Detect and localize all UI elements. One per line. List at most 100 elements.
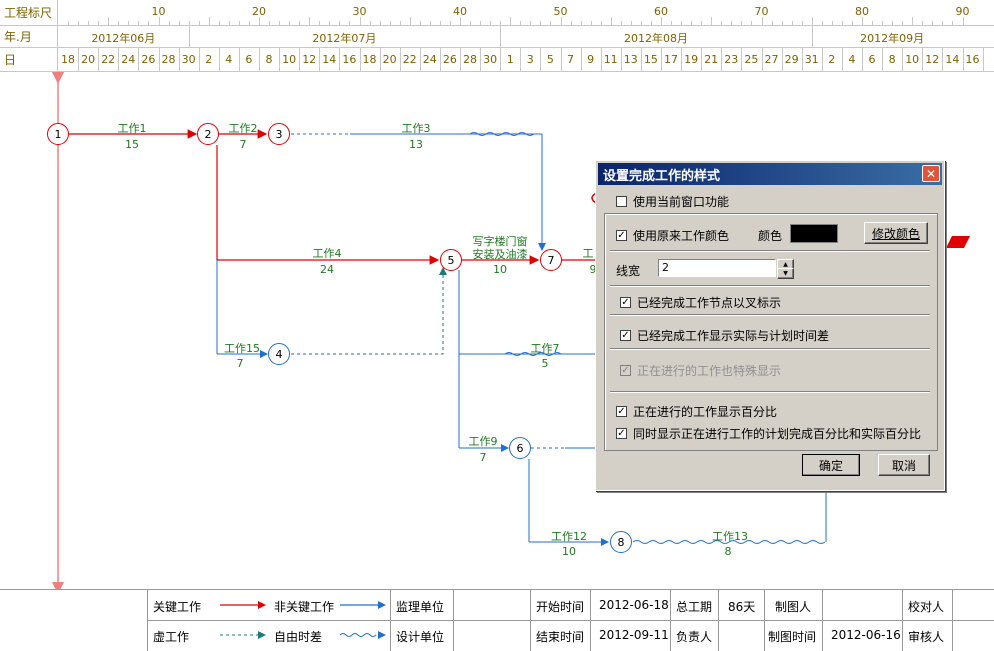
legend-checker-label: 校对人 — [908, 600, 945, 614]
scale-label: 工程标尺 — [0, 0, 58, 25]
work-partial-label: 工 — [582, 247, 594, 260]
special-in-progress-label: 正在进行的工作也特殊显示 — [637, 364, 782, 378]
cancel-button[interactable]: 取消 — [878, 454, 930, 476]
node-5[interactable]: 5 — [440, 249, 462, 271]
show-time-diff-label: 已经完成工作显示实际与计划时间差 — [637, 329, 830, 343]
day-cell: 8 — [265, 53, 273, 66]
mark-completed-nodes-checkbox[interactable]: ✓ 已经完成工作节点以叉标示 — [620, 294, 781, 311]
month-label-cell: 2012年07月 — [312, 32, 377, 45]
dialog-title: 设置完成工作的样式 — [603, 168, 721, 184]
day-cell: 25 — [744, 53, 759, 66]
day-label: 日 — [0, 47, 58, 71]
color-swatch[interactable] — [790, 224, 838, 243]
use-current-window-label: 使用当前窗口功能 — [633, 195, 730, 209]
mark-completed-nodes-label: 已经完成工作节点以叉标示 — [637, 296, 782, 310]
legend-start-label: 开始时间 — [536, 600, 585, 614]
day-cell: 6 — [245, 53, 253, 66]
day-cell: 15 — [643, 53, 658, 66]
scale-number: 10 — [151, 5, 166, 18]
work13-line — [632, 540, 826, 544]
special-in-progress-checkbox[interactable]: ✓ 正在进行的工作也特殊显示 — [620, 362, 781, 379]
work7-duration: 5 — [541, 357, 549, 370]
node-7[interactable]: 7 — [540, 249, 562, 271]
day-cell: 17 — [664, 53, 678, 66]
legend-critical: 关键工作 — [153, 600, 202, 614]
day-cell: 14 — [945, 53, 960, 66]
day-cell: 2 — [828, 53, 836, 66]
checkbox-box[interactable]: ✓ — [616, 230, 627, 241]
day-cell: 1 — [506, 53, 514, 66]
show-both-percent-checkbox[interactable]: ✓ 同时显示正在进行工作的计划完成百分比和实际百分比 — [616, 425, 921, 442]
day-cell: 28 — [161, 53, 176, 66]
node-6[interactable]: 6 — [509, 437, 531, 459]
day-cell: 9 — [587, 53, 595, 66]
legend-end-value: 2012-09-11 — [599, 628, 669, 642]
work1-duration: 15 — [125, 138, 139, 151]
scale-number: 80 — [855, 5, 869, 18]
legend-designer: 设计单位 — [396, 630, 445, 644]
scale-number: 90 — [955, 5, 970, 18]
day-cell: 4 — [848, 53, 856, 66]
work5-duration: 10 — [493, 263, 507, 276]
dummy-4-5 — [291, 267, 447, 355]
day-cell: 22 — [402, 53, 417, 66]
dialog-titlebar[interactable]: 设置完成工作的样式 — [598, 163, 942, 185]
day-cell: 30 — [181, 53, 196, 66]
legend-row-1 — [147, 590, 994, 621]
day-cell: 24 — [422, 53, 437, 66]
legend-reviewer-label: 审核人 — [908, 630, 945, 644]
checkbox-box[interactable]: ✓ — [620, 297, 631, 308]
node-1[interactable]: 1 — [47, 123, 69, 145]
use-current-window-checkbox[interactable]: 使用当前窗口功能 — [616, 193, 729, 210]
work9-duration: 7 — [479, 451, 487, 464]
close-icon[interactable]: ✕ — [922, 165, 940, 182]
day-cell: 24 — [121, 53, 136, 66]
options-group — [604, 213, 938, 451]
node-4[interactable]: 4 — [268, 343, 290, 365]
legend-end-label: 结束时间 — [536, 630, 585, 644]
work13-duration: 8 — [724, 545, 732, 558]
spin-down-icon[interactable]: ▼ — [777, 268, 794, 279]
day-cell: 18 — [362, 53, 377, 66]
work3-label: 工作3 — [401, 122, 431, 135]
red-marker — [946, 236, 970, 248]
legend-noncritical-arrow — [340, 601, 386, 609]
modify-color-button[interactable]: 修改颜色 — [864, 222, 928, 244]
work-partial-duration: 9 — [589, 263, 597, 276]
checkbox-box[interactable] — [616, 196, 627, 207]
show-time-diff-checkbox[interactable]: ✓ 已经完成工作显示实际与计划时间差 — [620, 327, 829, 344]
scale-number: 50 — [553, 5, 568, 18]
day-cell: 26 — [442, 53, 457, 66]
day-cell: 8 — [888, 53, 896, 66]
checkbox-box[interactable]: ✓ — [620, 330, 631, 341]
work5-label-line1: 写字楼门窗 — [472, 235, 528, 248]
line-width-spinner[interactable]: ▲ ▼ — [777, 259, 794, 279]
node-3[interactable]: 3 — [268, 123, 290, 145]
legend-supervisor: 监理单位 — [396, 600, 445, 614]
node-2[interactable]: 2 — [197, 123, 219, 145]
month-label: 年.月 — [0, 25, 58, 47]
legend-noncritical: 非关键工作 — [274, 600, 335, 614]
checkbox-box[interactable]: ✓ — [616, 406, 627, 417]
day-cell: 5 — [546, 53, 554, 66]
work12-label: 工作12 — [551, 530, 587, 543]
node-8[interactable]: 8 — [610, 531, 632, 553]
day-cell: 16 — [342, 53, 357, 66]
work4-label: 工作4 — [312, 247, 342, 260]
scale-number: 70 — [754, 5, 769, 18]
day-cell: 22 — [101, 53, 116, 66]
line-width-input[interactable]: 2 — [658, 259, 776, 277]
day-cell: 20 — [382, 53, 397, 66]
ok-button[interactable]: 确定 — [802, 454, 860, 476]
work12-duration: 10 — [562, 545, 576, 558]
use-original-color-label: 使用原来工作颜色 — [633, 229, 730, 243]
show-both-percent-label: 同时显示正在进行工作的计划完成百分比和实际百分比 — [633, 427, 922, 441]
show-percent-checkbox[interactable]: ✓ 正在进行的工作显示百分比 — [616, 403, 777, 420]
day-cell: 20 — [81, 53, 96, 66]
checkbox-box[interactable]: ✓ — [616, 428, 627, 439]
line-width-label: 线宽 — [616, 264, 641, 278]
checkbox-box[interactable]: ✓ — [620, 365, 631, 376]
legend-draw-time-label: 制图时间 — [768, 630, 817, 644]
use-original-color-checkbox[interactable]: ✓ 使用原来工作颜色 — [616, 227, 729, 244]
day-cell: 4 — [225, 53, 233, 66]
